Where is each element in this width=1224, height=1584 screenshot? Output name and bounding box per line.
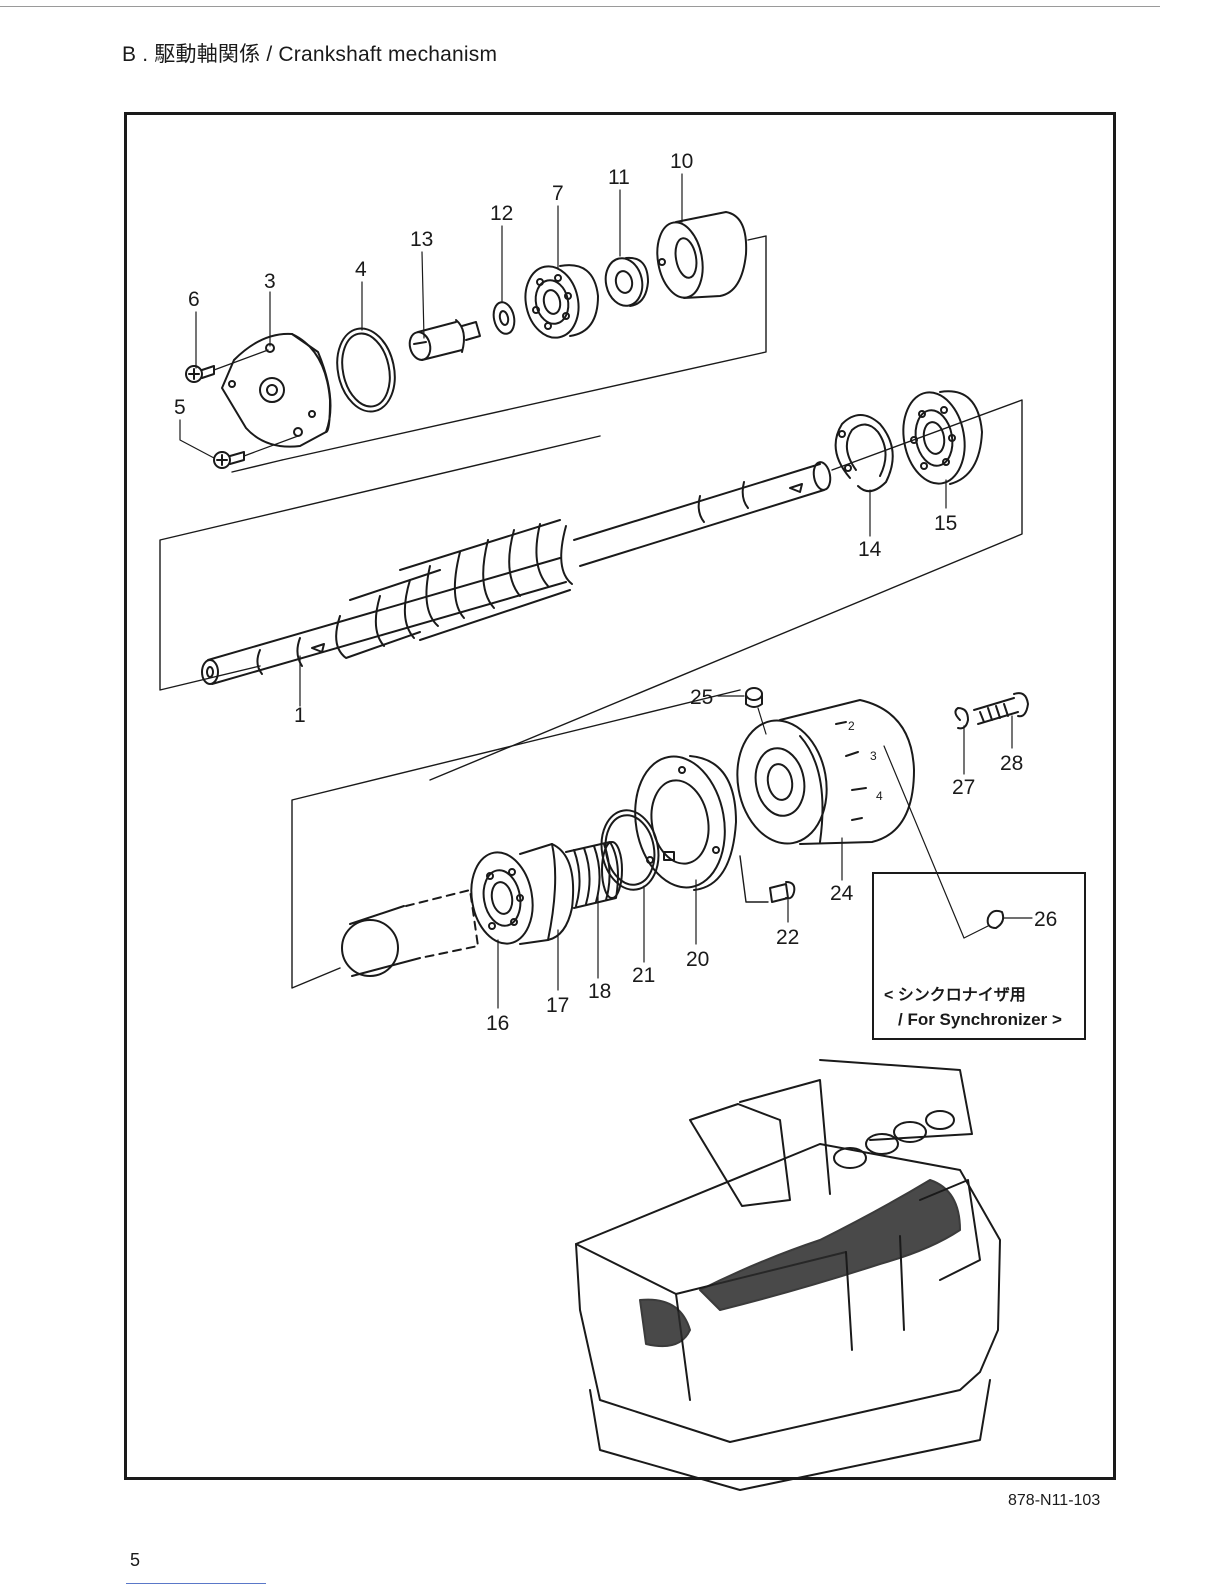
part-label-10: 10 [670, 150, 693, 173]
part-label-18: 18 [588, 980, 611, 1003]
collar-11-shape [601, 255, 648, 309]
part-label-22: 22 [776, 926, 799, 949]
part-label-27: 27 [952, 776, 975, 799]
synchronizer-note-en: / For Synchronizer > [884, 1008, 1062, 1032]
part-label-3: 3 [264, 270, 276, 293]
crankshaft-1-shape [202, 461, 832, 684]
part-label-17: 17 [546, 994, 569, 1017]
bearing-shaft-16-shape [342, 847, 540, 976]
bearing-7-shape [519, 261, 598, 342]
screw-22-shape [770, 882, 794, 902]
part-label-1: 1 [294, 704, 306, 727]
part-label-13: 13 [410, 228, 433, 251]
o-ring-4-shape [330, 323, 402, 417]
part-label-24: 24 [830, 882, 854, 905]
part-label-20: 20 [686, 948, 709, 971]
screw-5-shape [214, 436, 298, 468]
bearing-15-shape [896, 387, 982, 488]
part-label-26: 26 [1034, 908, 1057, 931]
document-code: 878-N11-103 [1008, 1492, 1100, 1510]
part-label-12: 12 [490, 202, 513, 225]
pin-13-shape [407, 320, 480, 362]
cylinder-10-shape [652, 212, 746, 301]
upper-group-outline [232, 236, 766, 472]
bolt-28-shape [974, 693, 1028, 724]
part-label-16: 16 [486, 1012, 509, 1035]
dial-cylinder-24-shape [728, 700, 914, 851]
synchronizer-note: < シンクロナイザ用 / For Synchronizer > [884, 984, 1062, 1032]
dial-mark-4: 4 [876, 789, 883, 803]
set-screw-26-shape [884, 746, 1003, 938]
page-number: 5 [130, 1550, 140, 1571]
part-label-21: 21 [632, 964, 655, 987]
part-label-28: 28 [1000, 752, 1023, 775]
part-label-25: 25 [690, 686, 713, 709]
part-label-14: 14 [858, 538, 882, 561]
ring-21-shape [595, 806, 664, 895]
threaded-collar-18-shape [566, 842, 622, 908]
part-label-7: 7 [552, 182, 564, 205]
dial-mark-2: 2 [848, 719, 855, 733]
part-label-15: 15 [934, 512, 957, 535]
machine-overview-illustration [576, 1060, 1000, 1490]
part-label-5: 5 [174, 396, 186, 419]
dial-mark-3: 3 [870, 749, 877, 763]
washer-27-shape [955, 708, 968, 728]
washer-12-shape [491, 300, 517, 335]
part-label-11: 11 [608, 166, 630, 189]
snap-ring-14-shape [836, 415, 893, 491]
part-label-6: 6 [188, 288, 200, 311]
flange-plate-3-shape [222, 334, 331, 447]
synchronizer-note-jp: < シンクロナイザ用 [884, 987, 1026, 1004]
leader-lines [180, 174, 1032, 1008]
part-label-4: 4 [355, 258, 367, 281]
